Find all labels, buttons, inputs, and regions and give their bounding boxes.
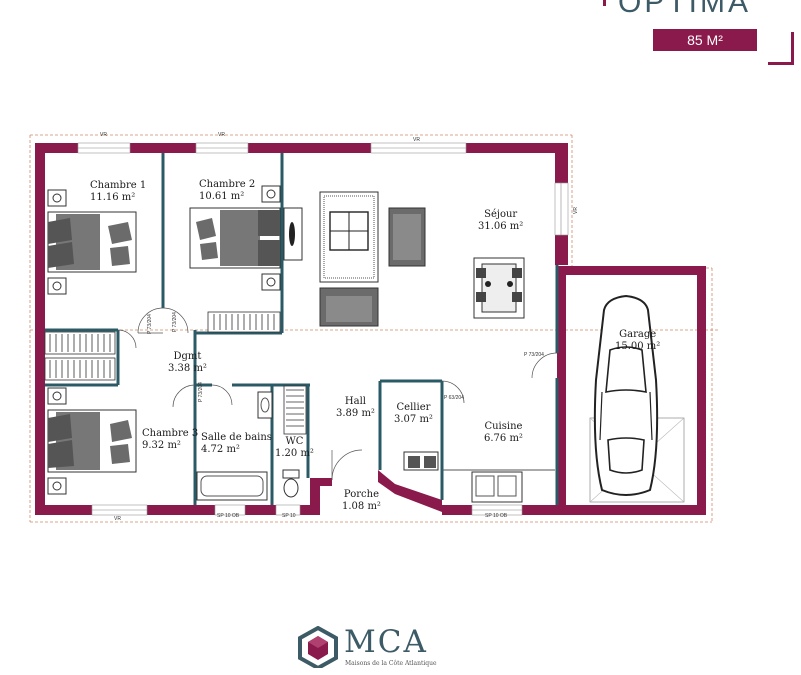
room-salle-de-bains-name: Salle de bains [201,432,272,443]
bathtub [196,471,268,501]
room-hall-name: Hall [344,396,367,407]
rug-and-table [319,191,379,283]
label-vr-chambre-1: VR [100,132,107,138]
room-dgmt-name: Dgmt [173,351,202,362]
room-sejour-name: Séjour [484,209,518,220]
label-sp-sdb: SP 10 OB [217,513,240,519]
room-wc-name: WC [285,436,304,447]
room-cellier-name: Cellier [396,402,431,413]
label-vr-chambre-3: VR [114,516,121,522]
room-cuisine-area: 6.76 m² [484,433,523,444]
room-sejour-area: 31.06 m² [478,221,524,232]
label-door-chambre-1: P 73/204 [147,314,153,334]
room-chambre-1-area: 11.16 m² [90,192,136,203]
area-badge: 85 M² [653,29,757,51]
room-garage-area: 15.00 m² [615,341,661,352]
room-chambre-1: Chambre 1 11.16 m² [90,180,146,204]
room-dgmt: Dgmt 3.38 m² [168,351,207,375]
room-cuisine: Cuisine 6.76 m² [484,421,523,445]
room-chambre-3-name: Chambre 3 [142,428,199,439]
label-sp-cuisine: SP 10 OB [485,513,508,519]
room-hall: Hall 3.89 m² [336,396,375,420]
room-sejour: Séjour 31.06 m² [478,209,523,233]
label-vr-chambre-2: VR [218,132,225,138]
room-salle-de-bains-area: 4.72 m² [201,444,240,455]
room-chambre-1-name: Chambre 1 [90,180,147,191]
room-chambre-2-name: Chambre 2 [199,179,256,190]
brand-logo: MCA Maisons de la Côte Atlantique [296,622,516,672]
room-wc: WC 1.20 m² [275,436,314,460]
toilet [282,469,300,498]
room-dgmt-area: 3.38 m² [168,363,207,374]
label-vr-sejour-top: VR [413,137,420,143]
bed-chambre-1 [47,189,137,295]
room-hall-area: 3.89 m² [336,408,375,419]
garage-car [589,294,685,503]
room-porche: Porche 1.08 m² [342,489,381,513]
label-door-cellier: P 63/204 [444,395,464,401]
room-cellier: Cellier 3.07 m² [394,402,433,426]
room-cuisine-name: Cuisine [484,421,523,432]
room-chambre-3-area: 9.32 m² [142,440,181,451]
title-corner-mark [603,0,606,6]
room-garage: Garage 15.00 m² [615,329,660,353]
room-chambre-2-area: 10.61 m² [199,191,245,202]
room-chambre-3: Chambre 3 9.32 m² [142,428,198,452]
kitchen-counter [442,469,555,503]
tv-unit [283,207,303,261]
room-porche-name: Porche [343,489,380,500]
bed-chambre-3 [47,387,137,495]
brand-tagline: Maisons de la Côte Atlantique [345,660,437,667]
plan-title: OPTIMA [618,0,752,19]
dining-table [473,257,525,319]
cellier-appliance [403,451,439,471]
sofa [319,287,379,327]
room-wc-area: 1.20 m² [275,448,314,459]
room-salle-de-bains: Salle de bains 4.72 m² [201,432,272,456]
label-door-sdb: P 73/204 [198,382,204,402]
label-vr-sejour: VR [573,207,579,214]
window-lines [78,147,562,511]
room-cellier-area: 3.07 m² [394,414,433,425]
room-garage-name: Garage [619,329,657,340]
room-chambre-2: Chambre 2 10.61 m² [199,179,255,203]
label-door-sejour: P 73/204 [524,352,544,358]
corner-mark-horizontal [768,62,794,65]
wardrobes [44,311,307,435]
door-swings [117,307,558,481]
cube-logo-icon [298,626,338,668]
corner-mark-vertical [791,32,794,65]
label-sp-wc: SP 10 [282,513,296,519]
brand-name: MCA [344,624,428,660]
room-porche-area: 1.08 m² [342,501,381,512]
bed-chambre-2 [189,185,281,291]
armchair [388,207,426,267]
label-door-chambre-2: P 73/204 [172,312,178,332]
washbasin [257,391,273,419]
